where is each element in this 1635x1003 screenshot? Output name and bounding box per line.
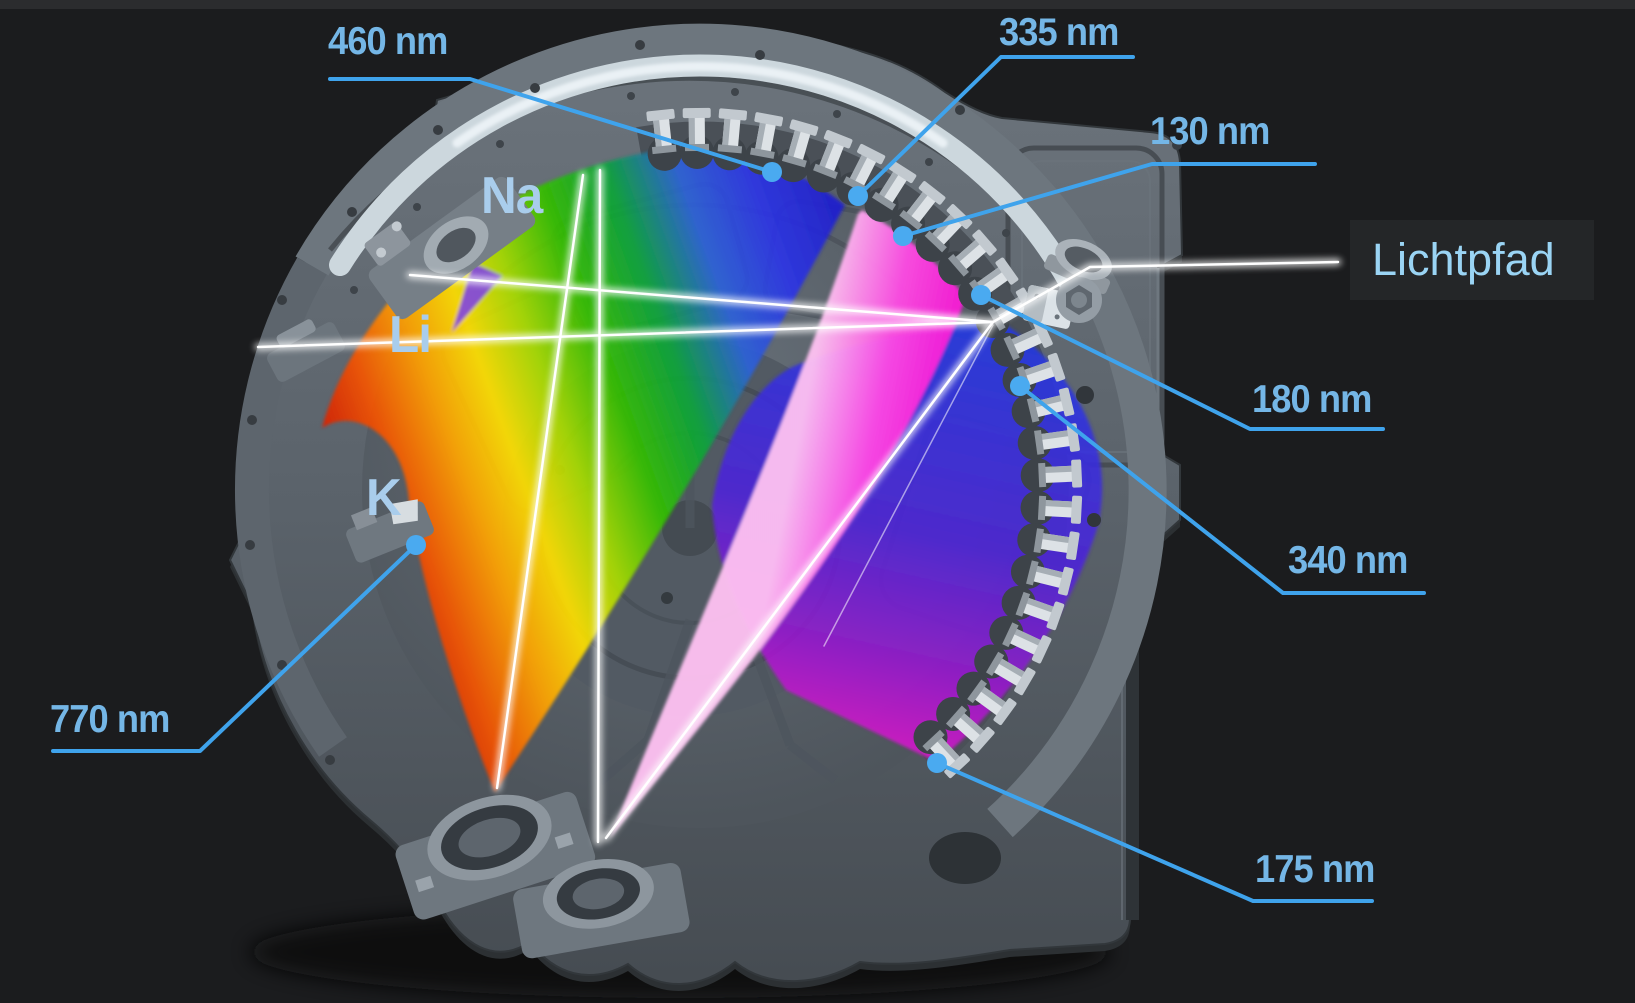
callout-dot-180nm	[971, 285, 991, 305]
callout-dots	[406, 162, 1030, 773]
callout-dot-340nm	[1010, 376, 1030, 396]
callout-line-770nm	[51, 543, 418, 753]
callout-dot-770nm	[406, 535, 426, 555]
callout-line-175nm	[935, 761, 1374, 903]
callout-dot-130nm	[893, 226, 913, 246]
hex-bolt	[1056, 277, 1102, 323]
label-175nm: 175 nm	[1255, 848, 1375, 891]
spectral-fans	[322, 148, 1103, 838]
label-335nm: 335 nm	[999, 11, 1119, 54]
ray-vertical	[596, 168, 602, 844]
bright-arc-highlight	[329, 54, 1089, 309]
label-460nm: 460 nm	[328, 20, 448, 63]
visible-spectrum-fan	[322, 148, 845, 792]
ray-faint	[823, 324, 994, 647]
light-path-rays	[254, 166, 1342, 846]
top-edge-strip	[0, 0, 1635, 9]
grating-assembly-1	[395, 791, 596, 920]
label-130nm: 130 nm	[1150, 110, 1270, 153]
label-element-na: Na	[481, 167, 543, 225]
callout-line-130nm	[901, 162, 1317, 238]
inner-flange-holes	[350, 88, 1010, 294]
label-340nm: 340 nm	[1288, 539, 1408, 582]
callout-dot-175nm	[927, 753, 947, 773]
entrance-mirror-assembly	[364, 176, 536, 320]
ray-in-rainbow-fan	[495, 173, 585, 790]
grating-assembly-2	[513, 859, 690, 959]
callout-line-180nm	[979, 293, 1385, 431]
callout-line-335nm	[856, 55, 1135, 198]
label-770nm: 770 nm	[50, 698, 170, 741]
label-element-k: K	[366, 469, 402, 527]
callout-line-340nm	[1018, 384, 1426, 595]
ray-entrance-upper	[408, 273, 995, 324]
label-element-li: Li	[389, 306, 432, 364]
ray-grating-diagonal	[604, 320, 995, 840]
ray-lichtpfad-pointer	[991, 260, 1340, 324]
li-mirror-block	[267, 319, 345, 382]
uv-spectrum-fan	[610, 210, 966, 838]
ray-entrance-lower	[256, 320, 995, 349]
label-lichtpfad: Lichtpfad	[1372, 234, 1555, 285]
label-180nm: 180 nm	[1252, 378, 1372, 421]
callout-dot-460nm	[762, 162, 782, 182]
lightpath-label-box: Lichtpfad	[1350, 220, 1594, 300]
callout-dot-335nm	[848, 186, 868, 206]
rim-bolt-holes	[245, 40, 1182, 765]
callout-line-460nm	[328, 77, 774, 174]
callout-lines	[51, 55, 1426, 903]
k-mirror-block	[346, 499, 434, 563]
